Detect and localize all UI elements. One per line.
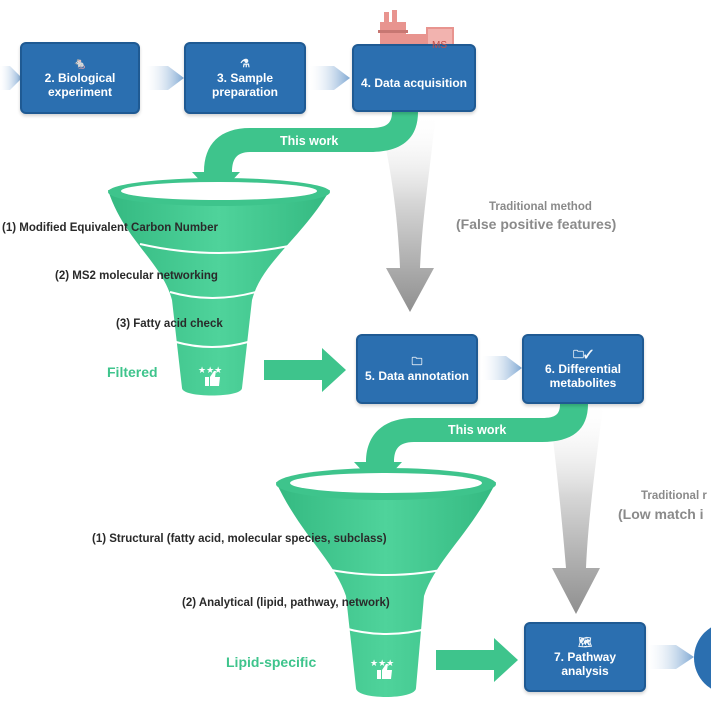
step-3-label: 3. Sample preparation (211, 70, 278, 99)
traditional-note-bottom: (Low match i (618, 506, 704, 522)
mouse-icon: 🐁 (73, 57, 87, 70)
this-work-label-top: This work (280, 134, 339, 148)
step-7-box: 🗺 7. Pathway analysis (524, 622, 646, 692)
connector-arrow (146, 66, 184, 90)
step-5-box: 🗀 5. Data annotation (356, 334, 478, 404)
connector-arrow (310, 66, 350, 90)
this-work-arrow-bottom (354, 404, 588, 488)
step-4-box: 4. Data acquisition (352, 44, 476, 112)
pathway-map-icon: 🗺 (578, 636, 592, 649)
traditional-method-arrow-top (378, 112, 436, 312)
funnel2-criterion-1: (1) Structural (fatty acid, molecular sp… (92, 533, 387, 545)
funnel1-result-label: Filtered (107, 364, 158, 380)
step-2-box: 🐁 2. Biological experiment (20, 42, 140, 114)
traditional-method-label-bottom: Traditional r (641, 490, 707, 502)
ms-label: MS (432, 40, 447, 51)
connector-arrow (0, 66, 22, 90)
funnel1-criterion-1: (1) Modified Equivalent Carbon Number (2, 222, 218, 234)
svg-text:★★★: ★★★ (198, 366, 222, 376)
step-6-label: 6. Differential metabolites (544, 361, 622, 390)
funnel1-criterion-3: (3) Fatty acid check (116, 318, 223, 330)
this-work-arrow-top (192, 112, 418, 198)
step-5-label: 5. Data annotation (364, 368, 469, 383)
traditional-method-arrow-bottom (548, 400, 604, 614)
lipid-to-pathway-arrow (436, 638, 518, 682)
traditional-note-top: (False positive features) (456, 216, 617, 232)
connector-arrow (648, 645, 694, 669)
checked-folder-icon: 🗀✓ (572, 348, 594, 361)
svg-text:★★★: ★★★ (370, 659, 394, 669)
step-7-label: 7. Pathway analysis (553, 649, 617, 678)
next-step-circle (694, 627, 711, 689)
funnel2-result-label: Lipid-specific (226, 654, 317, 670)
folder-icon: 🗀 (411, 355, 423, 368)
stars-thumbs-up-icon: ★★★ (198, 366, 222, 386)
funnel-filter-1 (108, 178, 330, 396)
traditional-method-label-top: Traditional method (489, 201, 592, 213)
step-6-box: 🗀✓ 6. Differential metabolites (522, 334, 644, 404)
connector-arrow (482, 356, 522, 380)
funnel2-criterion-2: (2) Analytical (lipid, pathway, network) (182, 597, 390, 609)
filtered-to-annotation-arrow (264, 348, 346, 392)
step-3-box: ⚗ 3. Sample preparation (184, 42, 306, 114)
funnel1-criterion-2: (2) MS2 molecular networking (55, 270, 218, 282)
step-2-label: 2. Biological experiment (44, 70, 116, 99)
this-work-label-bottom: This work (448, 423, 507, 437)
funnel-filter-2 (276, 468, 496, 697)
step-4-label: 4. Data acquisition (360, 76, 468, 90)
flask-icon: ⚗ (240, 57, 250, 70)
stars-thumbs-up-icon: ★★★ (370, 659, 394, 679)
